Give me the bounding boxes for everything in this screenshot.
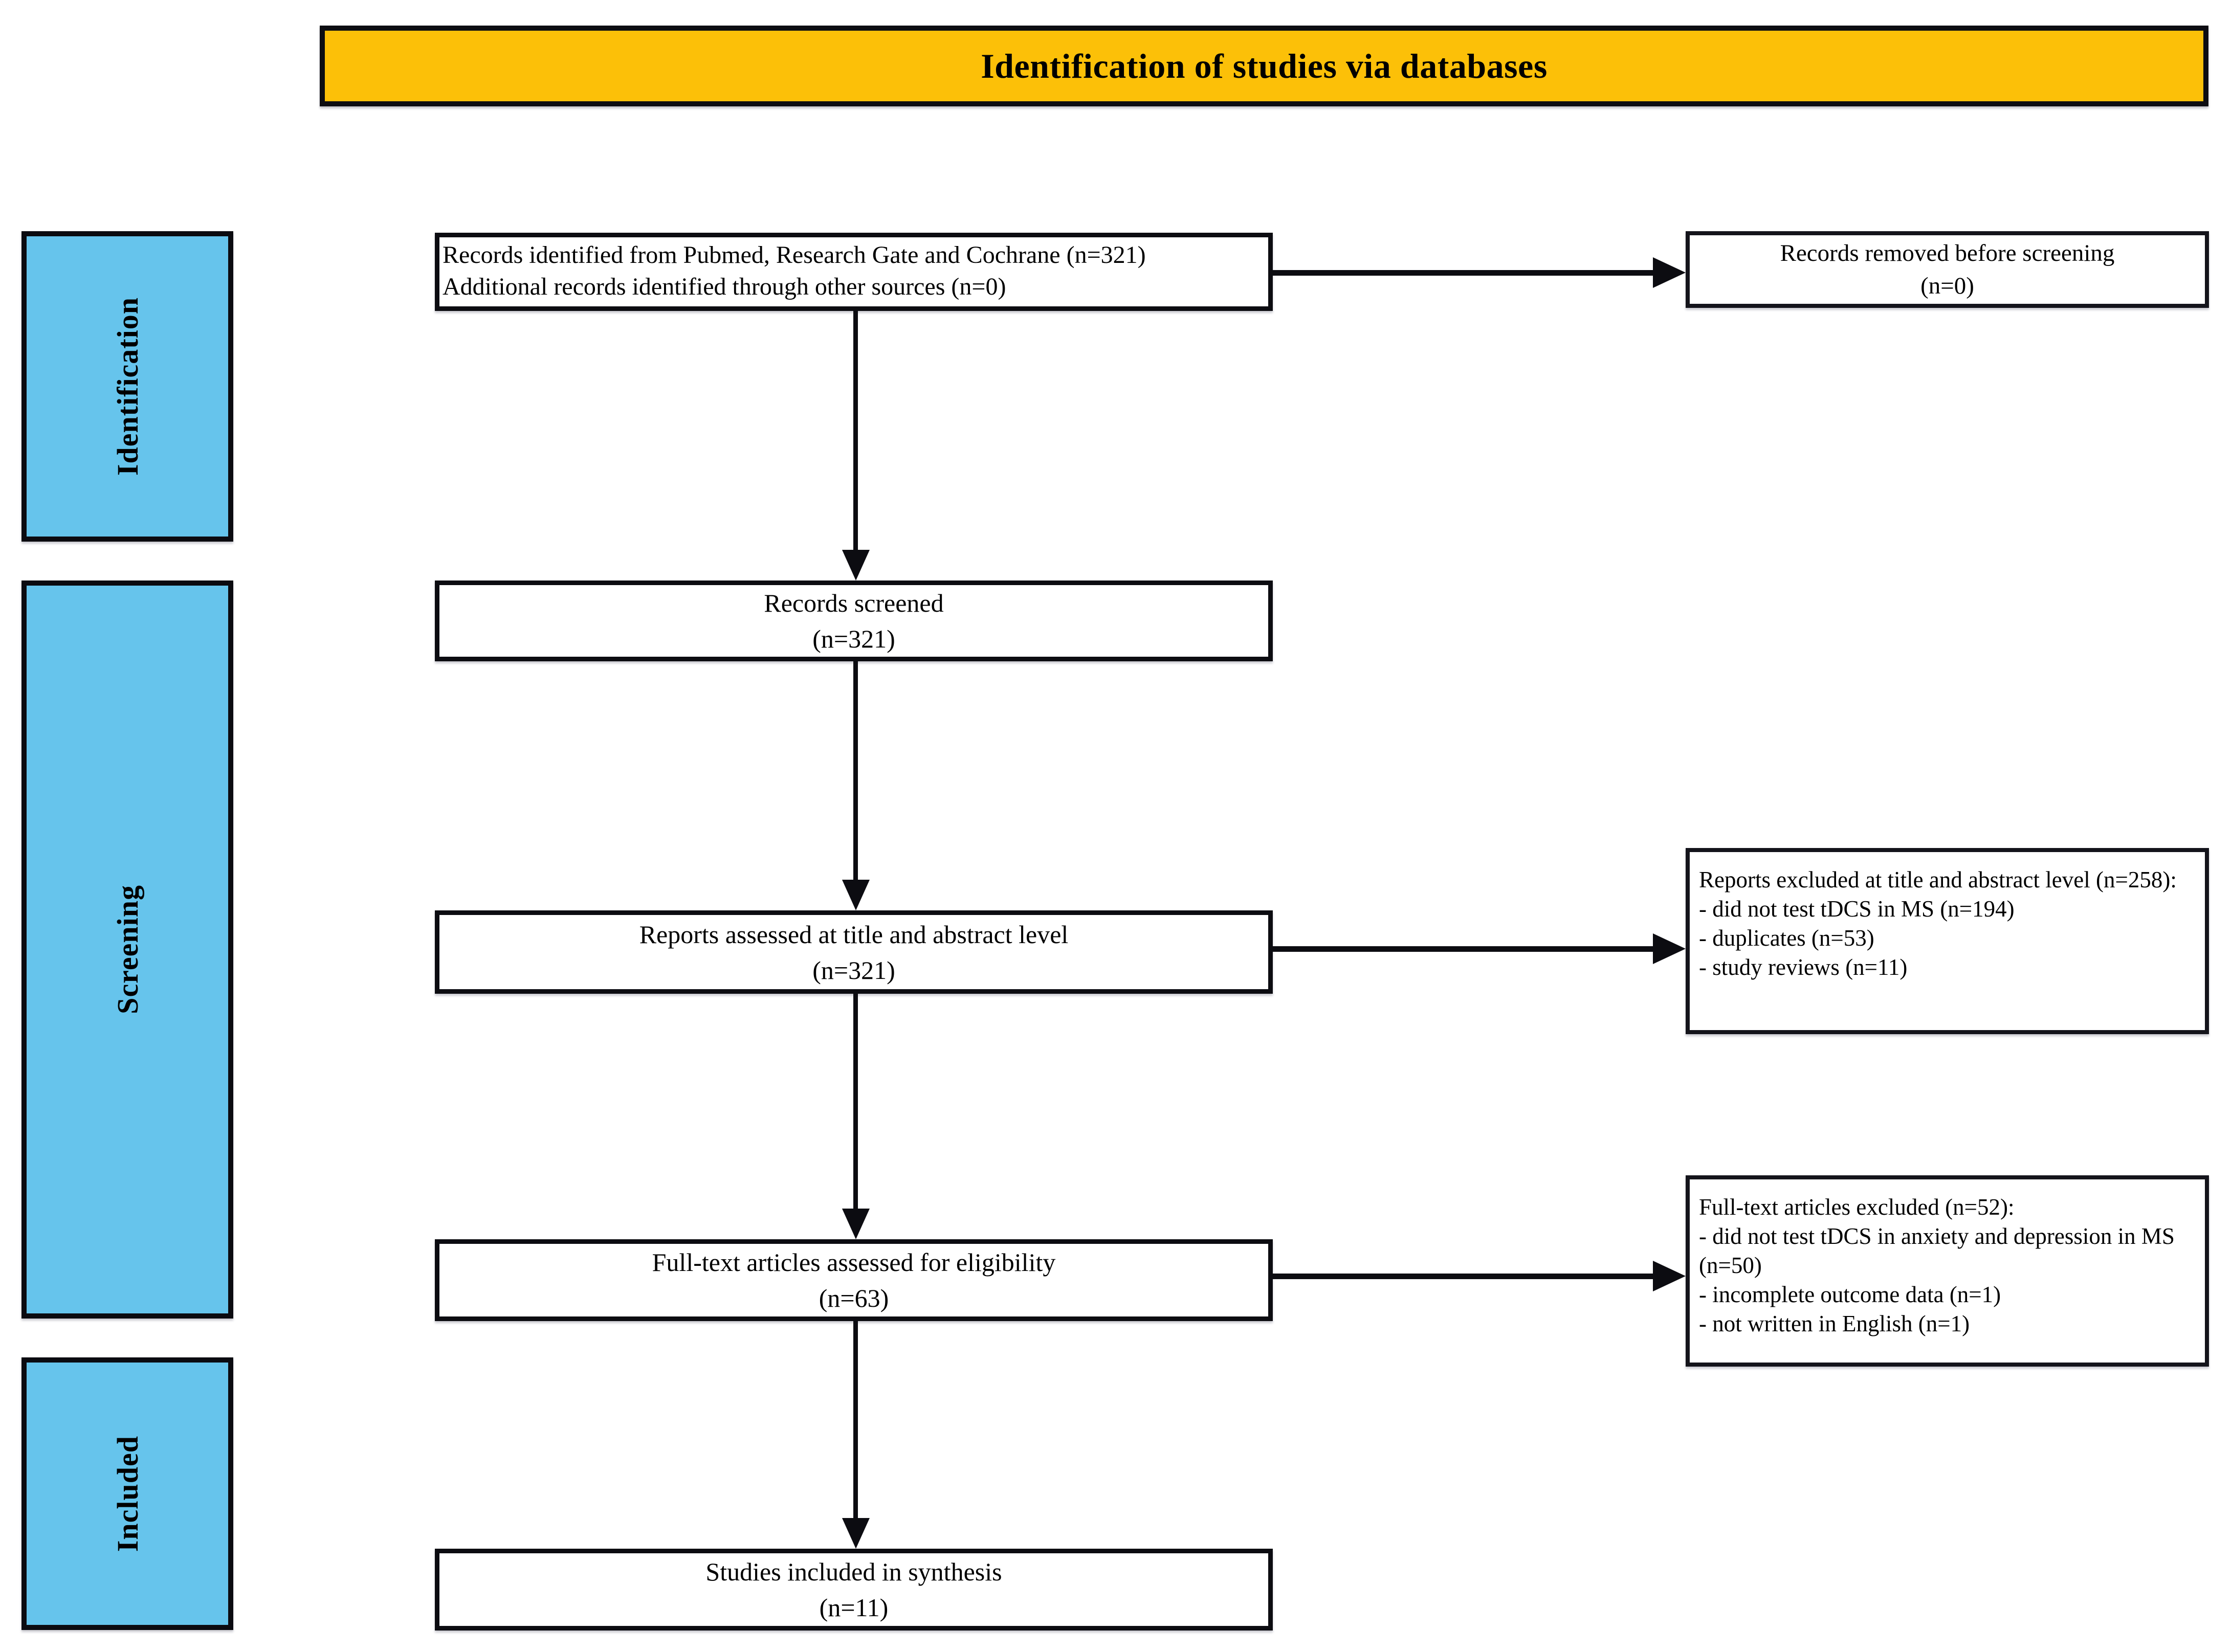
stage-screening-label: Screening xyxy=(111,885,144,1014)
banner: Identification of studies via databases xyxy=(320,26,2208,106)
box-reports-excluded: Reports excluded at title and abstract l… xyxy=(1686,848,2209,1034)
stage-included: Included xyxy=(21,1357,233,1630)
reports-assessed-count: (n=321) xyxy=(812,955,895,985)
box-fulltext-assessed: Full-text articles assessed for eligibil… xyxy=(435,1239,1273,1321)
fulltext-excluded-item: - not written in English (n=1) xyxy=(1699,1311,1970,1336)
records-identified-line-2: Additional records identified through ot… xyxy=(443,273,1006,300)
records-identified-line-1: Records identified from Pubmed, Research… xyxy=(443,241,1146,269)
studies-included-label: Studies included in synthesis xyxy=(705,1557,1002,1586)
reports-excluded-item: - duplicates (n=53) xyxy=(1699,925,1874,951)
box-fulltext-excluded: Full-text articles excluded (n=52): - di… xyxy=(1686,1175,2209,1367)
fulltext-excluded-item: - incomplete outcome data (n=1) xyxy=(1699,1282,2001,1307)
stage-included-label: Included xyxy=(111,1435,144,1552)
reports-excluded-item: - study reviews (n=11) xyxy=(1699,954,1908,980)
records-removed-label: Records removed before screening xyxy=(1780,240,2115,266)
box-records-removed: Records removed before screening (n=0) xyxy=(1686,231,2209,308)
records-screened-count: (n=321) xyxy=(812,624,895,653)
diagram-title: Identification of studies via databases xyxy=(981,46,1548,85)
records-screened-label: Records screened xyxy=(764,589,944,617)
fulltext-assessed-count: (n=63) xyxy=(819,1284,889,1312)
arrowhead-down-icon xyxy=(842,1209,870,1239)
arrowhead-right-icon xyxy=(1653,1261,1686,1291)
reports-excluded-item: - did not test tDCS in MS (n=194) xyxy=(1699,896,2015,922)
arrowhead-down-icon xyxy=(842,550,870,581)
reports-excluded-heading: Reports excluded at title and abstract l… xyxy=(1699,867,2177,892)
fulltext-excluded-item: - did not test tDCS in anxiety and depre… xyxy=(1699,1223,2175,1278)
box-records-screened: Records screened (n=321) xyxy=(435,581,1273,661)
records-removed-count: (n=0) xyxy=(1920,273,1974,299)
studies-included-count: (n=11) xyxy=(819,1593,889,1622)
arrowhead-right-icon xyxy=(1653,257,1686,288)
box-reports-assessed: Reports assessed at title and abstract l… xyxy=(435,910,1273,994)
stage-identification: Identification xyxy=(21,231,233,542)
stage-identification-label: Identification xyxy=(111,297,144,476)
arrowhead-down-icon xyxy=(842,1518,870,1549)
fulltext-excluded-heading: Full-text articles excluded (n=52): xyxy=(1699,1194,2015,1220)
fulltext-assessed-label: Full-text articles assessed for eligibil… xyxy=(652,1248,1056,1277)
reports-assessed-label: Reports assessed at title and abstract l… xyxy=(639,920,1069,949)
box-records-identified: Records identified from Pubmed, Research… xyxy=(435,233,1273,311)
box-studies-included: Studies included in synthesis (n=11) xyxy=(435,1549,1273,1631)
stage-screening: Screening xyxy=(21,581,233,1319)
arrowhead-right-icon xyxy=(1653,933,1686,964)
arrowhead-down-icon xyxy=(842,880,870,910)
